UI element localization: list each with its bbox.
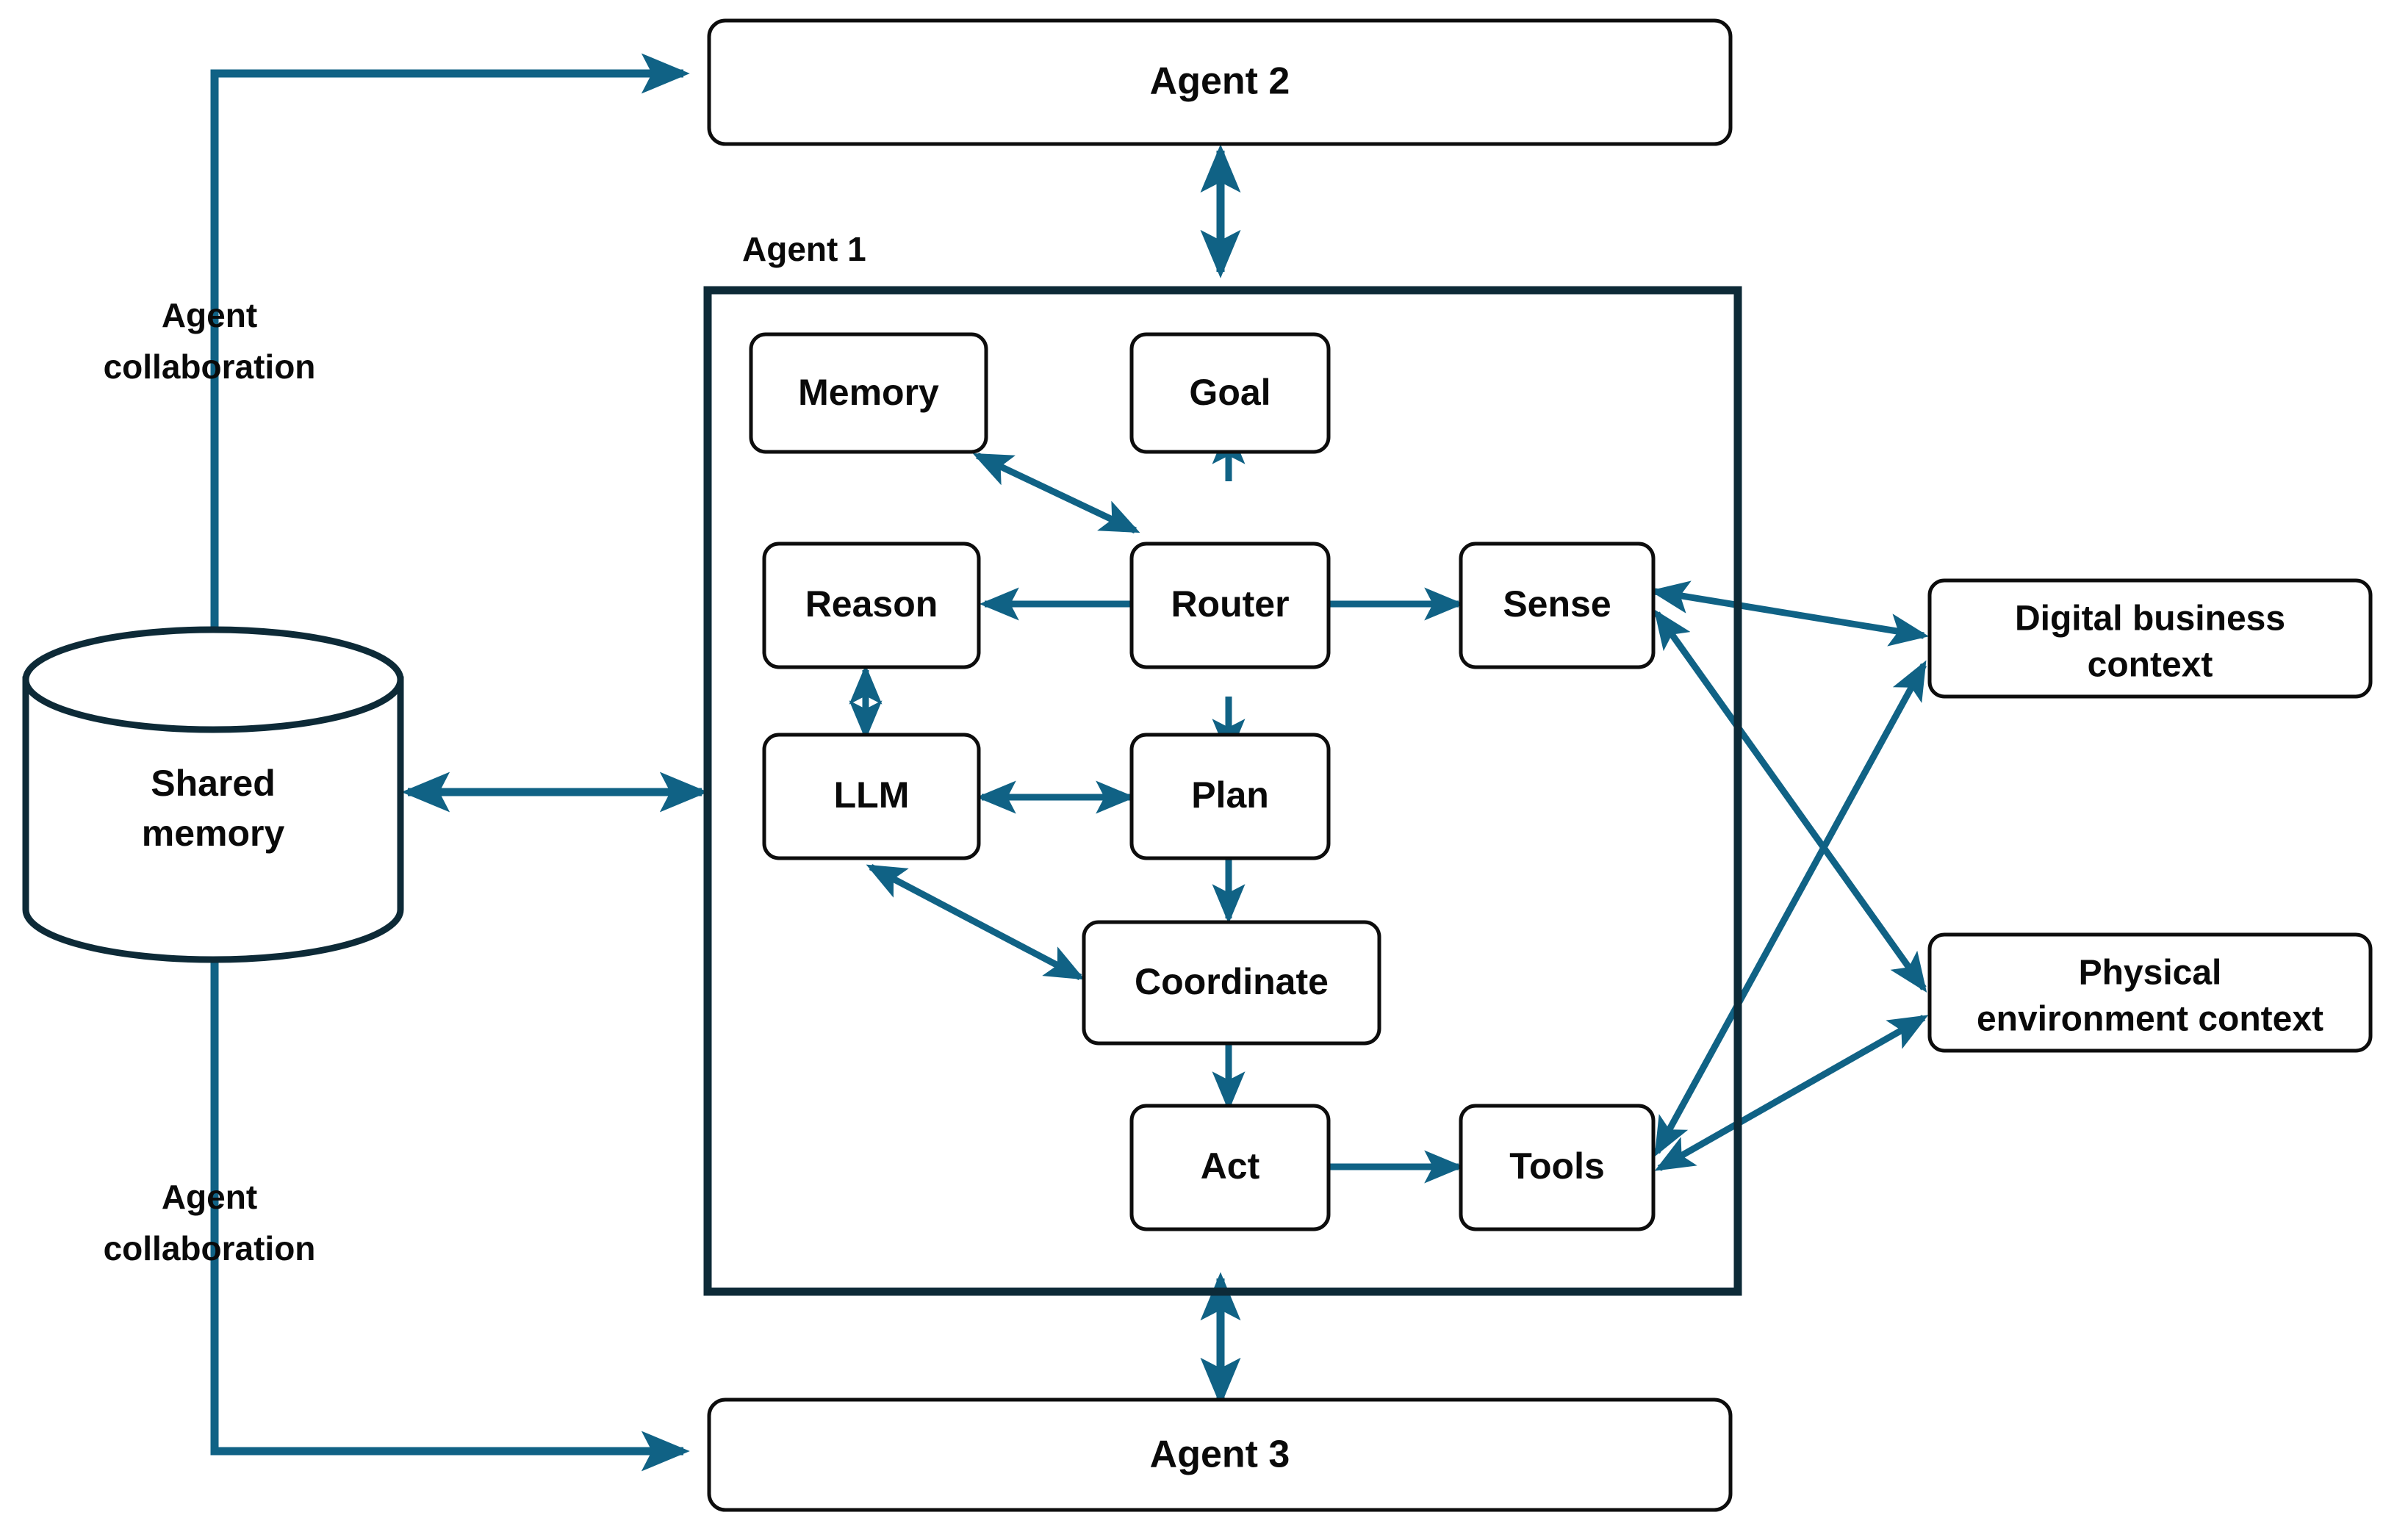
agent-collaboration-label-top: Agent collaboration: [104, 296, 316, 386]
edge-sharedmemory-to-agent3: [210, 929, 690, 1472]
tools-label: Tools: [1509, 1145, 1605, 1187]
edge-sharedmemory-to-agent2: [210, 53, 690, 647]
router-label: Router: [1171, 583, 1289, 625]
physical-environment-context-line1: Physical: [2079, 954, 2222, 993]
llm-label: LLM: [834, 774, 910, 816]
shared-memory-label-line1: Shared: [151, 763, 276, 804]
agent-collaboration-label-bottom: Agent collaboration: [104, 1178, 316, 1267]
node-router[interactable]: Router: [1129, 542, 1331, 669]
shared-memory-cylinder[interactable]: Shared memory: [22, 626, 404, 963]
goal-label: Goal: [1189, 372, 1271, 413]
coordinate-label: Coordinate: [1135, 961, 1329, 1002]
node-physical-environment-context[interactable]: Physical environment context: [1927, 932, 2373, 1053]
node-coordinate[interactable]: Coordinate: [1082, 920, 1381, 1046]
physical-environment-context-line2: environment context: [1977, 1000, 2323, 1039]
edge-router-memory: [972, 452, 1140, 534]
edge-tools-digital: [1654, 660, 1927, 1157]
collab-top-line1: Agent: [162, 296, 257, 334]
agent3-box[interactable]: Agent 3: [707, 1398, 1733, 1512]
agent1-frame-label: Agent 1: [742, 230, 866, 268]
agent3-label: Agent 3: [1150, 1434, 1290, 1476]
agent2-box[interactable]: Agent 2: [707, 18, 1733, 146]
collab-bottom-line1: Agent: [162, 1178, 257, 1216]
node-memory[interactable]: Memory: [749, 332, 988, 454]
node-digital-business-context[interactable]: Digital business context: [1927, 578, 2373, 699]
collab-bottom-line2: collaboration: [104, 1229, 316, 1267]
node-plan[interactable]: Plan: [1129, 733, 1331, 860]
edge-tools-physical: [1654, 1015, 1929, 1171]
digital-business-context-line1: Digital business: [2015, 600, 2285, 639]
edge-sense-digital: [1649, 580, 1930, 647]
edge-coordinate-llm: [866, 864, 1085, 980]
shared-memory-label-line2: memory: [142, 813, 285, 854]
act-label: Act: [1201, 1145, 1260, 1187]
digital-business-context-line2: context: [2088, 646, 2213, 685]
agent2-label: Agent 2: [1150, 60, 1290, 103]
node-llm[interactable]: LLM: [762, 733, 981, 860]
agent1-frame: Agent 1: [703, 230, 1742, 1296]
sense-label: Sense: [1503, 583, 1611, 625]
node-sense[interactable]: Sense: [1459, 542, 1656, 669]
reason-label: Reason: [805, 583, 938, 625]
memory-label: Memory: [798, 372, 939, 413]
plan-label: Plan: [1191, 774, 1269, 816]
collab-top-line2: collaboration: [104, 348, 316, 386]
edge-sense-physical: [1653, 609, 1927, 993]
node-reason[interactable]: Reason: [762, 542, 981, 669]
node-goal[interactable]: Goal: [1129, 332, 1331, 454]
node-tools[interactable]: Tools: [1459, 1104, 1656, 1231]
node-act[interactable]: Act: [1129, 1104, 1331, 1231]
